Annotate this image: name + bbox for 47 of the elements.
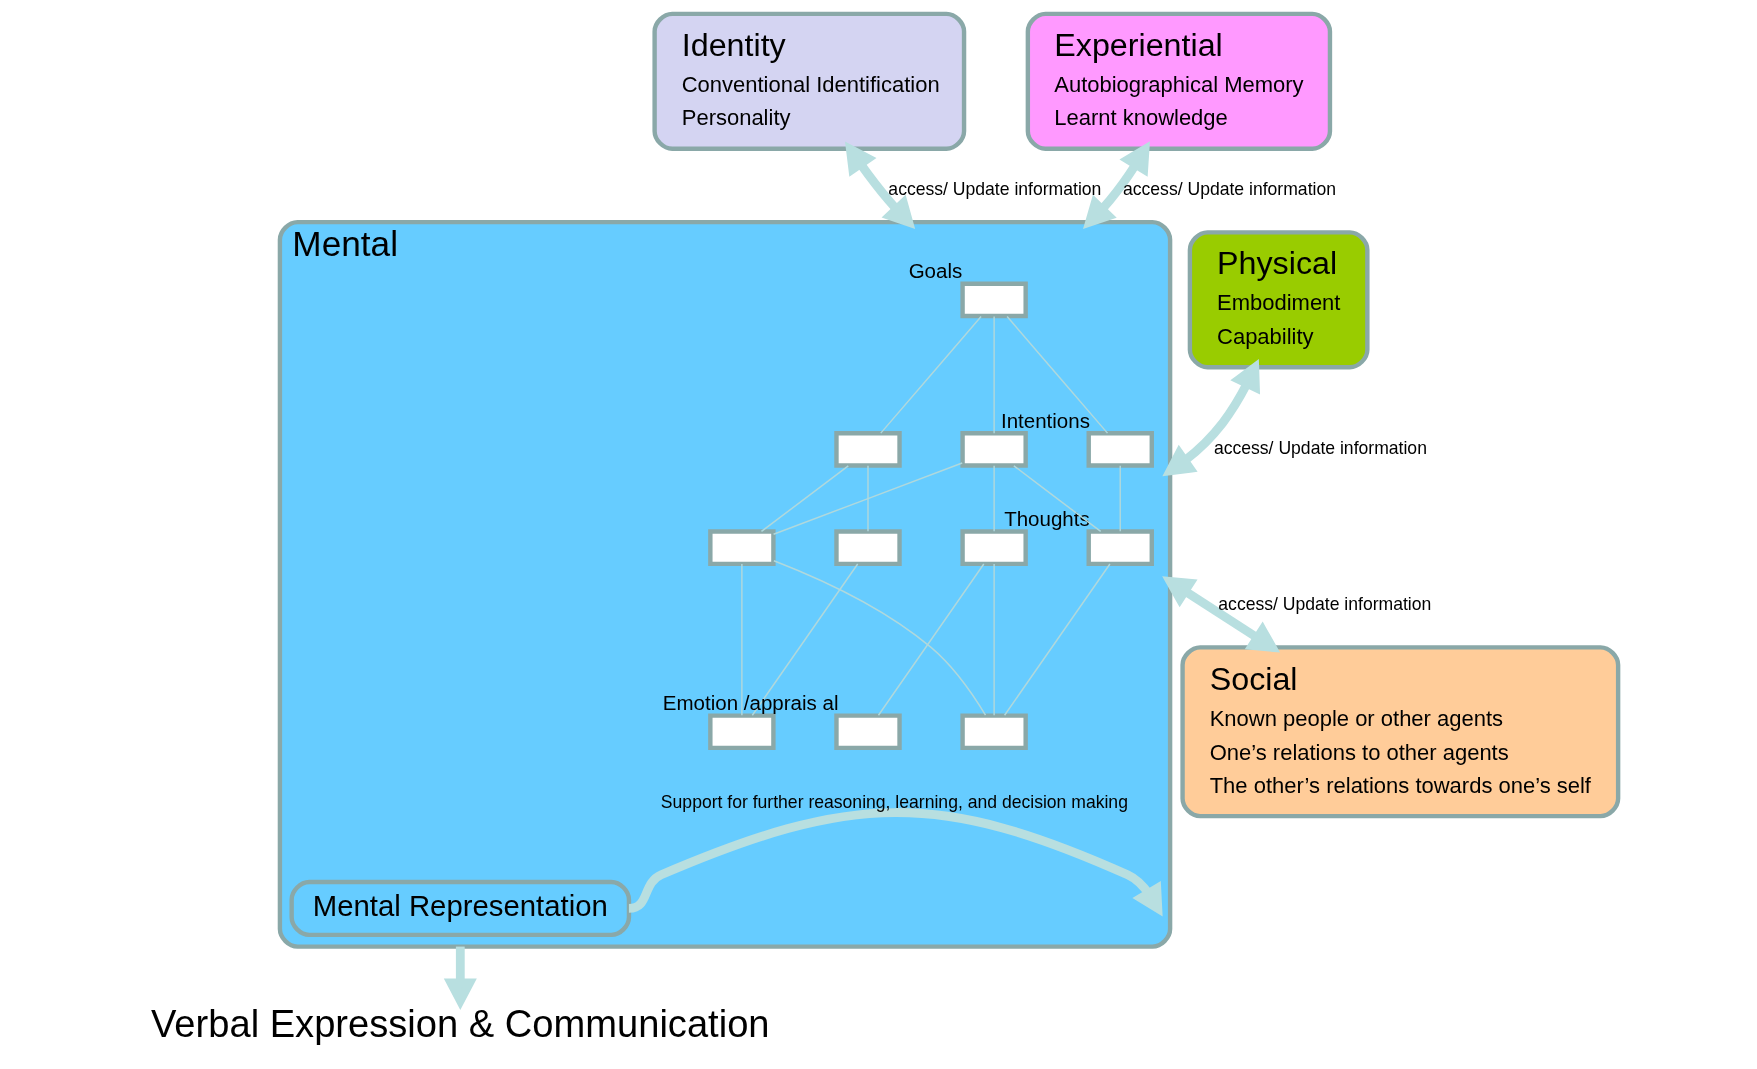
node-box bbox=[833, 431, 902, 468]
arrow bbox=[844, 141, 915, 230]
connector bbox=[772, 462, 963, 535]
edge-label: Support for further reasoning, learning, and decision making bbox=[660, 792, 1128, 813]
node-label: Thoughts bbox=[1003, 506, 1090, 530]
connector bbox=[1012, 465, 1101, 533]
connector bbox=[751, 563, 858, 716]
connector bbox=[992, 315, 995, 434]
connector bbox=[992, 563, 995, 716]
node-box bbox=[1086, 431, 1154, 468]
arrow bbox=[1161, 576, 1280, 653]
node-box: Mental Representation bbox=[288, 879, 631, 938]
arrow bbox=[627, 808, 1163, 917]
connector bbox=[866, 465, 869, 532]
node-box: Physical Embodiment Capability bbox=[1187, 230, 1370, 370]
edge-label: access/ Update information bbox=[1122, 179, 1336, 200]
edge-label: access/ Update information bbox=[1213, 437, 1427, 458]
connector bbox=[1003, 563, 1111, 716]
connector bbox=[1119, 465, 1121, 532]
connector bbox=[992, 465, 995, 532]
arrow bbox=[1082, 141, 1150, 229]
node-box bbox=[707, 529, 776, 567]
node-box bbox=[707, 713, 776, 751]
node-box bbox=[959, 281, 1028, 319]
node-box: Social Known people or other agents One’s relations to other agents The other’s relations towards one’s self bbox=[1179, 645, 1620, 819]
node-text: Verbal Expression & Communication bbox=[150, 1002, 770, 1046]
connector bbox=[772, 560, 986, 716]
node-box: Experiential Autobiographical Memory Learnt knowledge bbox=[1025, 11, 1332, 151]
node-box bbox=[833, 529, 902, 567]
connector bbox=[1005, 315, 1108, 434]
node-label: Intentions bbox=[1000, 408, 1090, 432]
arrow bbox=[443, 946, 477, 1010]
connector bbox=[877, 563, 985, 716]
connector bbox=[760, 465, 849, 533]
node-box bbox=[959, 431, 1028, 468]
edge-label: access/ Update information bbox=[887, 179, 1101, 200]
node-box bbox=[1086, 529, 1154, 567]
node-box bbox=[959, 713, 1028, 751]
edge-label: access/ Update information bbox=[1217, 594, 1431, 615]
node-box bbox=[833, 713, 902, 751]
connector bbox=[879, 315, 982, 434]
node-label: Goals bbox=[908, 259, 962, 283]
node-box bbox=[959, 529, 1028, 567]
node-box: Identity Conventional Identification Personality bbox=[651, 11, 966, 151]
node-label: Emotion /apprais al bbox=[662, 691, 838, 715]
arrow bbox=[1161, 359, 1260, 477]
connector bbox=[740, 563, 743, 716]
